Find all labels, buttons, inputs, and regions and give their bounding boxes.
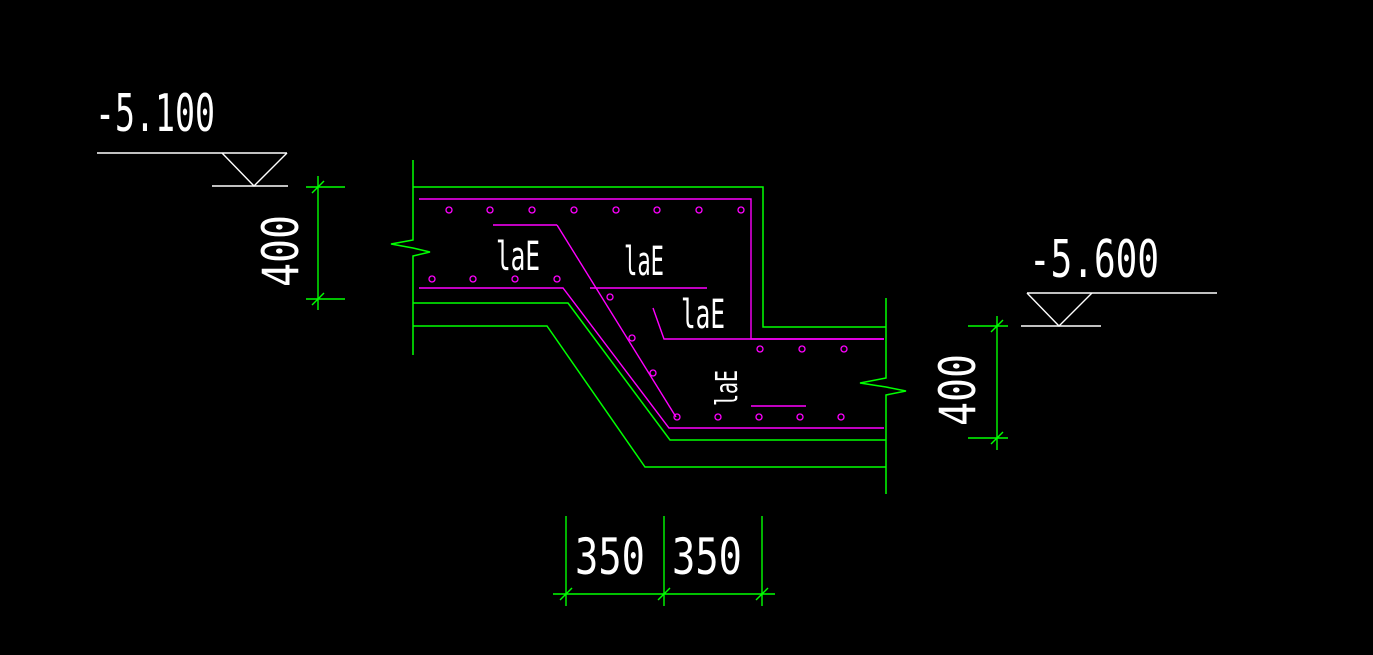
lower-level-marker — [1021, 292, 1217, 327]
anchorage-label-2: laE — [624, 239, 664, 285]
rebar-dot — [756, 345, 764, 353]
bottom-rebar — [419, 287, 884, 429]
width-dim-tick-left — [559, 587, 573, 601]
upper-level-value: -5.100 — [95, 84, 215, 144]
rebar-dot — [837, 413, 845, 421]
anchorage-bar-3 — [652, 307, 884, 340]
rebar-dot — [840, 345, 848, 353]
lower-thickness-value: 400 — [929, 354, 987, 426]
rebar-dot — [737, 206, 745, 214]
rebar-dot — [653, 206, 661, 214]
rebar-dot — [570, 206, 578, 214]
rebar-dot — [673, 413, 681, 421]
anchorage-label-1: laE — [496, 234, 540, 280]
anchorage-label-3: laE — [681, 292, 725, 338]
outer-slope-outline — [413, 325, 886, 468]
left-wall-line — [390, 160, 431, 355]
anchorage-label-4: laE — [710, 370, 745, 406]
lower-level-value: -5.600 — [1029, 230, 1159, 290]
rebar-dot — [606, 293, 614, 301]
top-step-outline — [413, 186, 886, 328]
inner-slope-outline — [413, 302, 886, 441]
rebar-dot — [695, 206, 703, 214]
rebar-dot — [445, 206, 453, 214]
width-dim-tick-right — [755, 587, 769, 601]
rebar-lines — [419, 198, 884, 429]
anchorage-bar-1-slope — [556, 224, 677, 418]
width-dim-tick-middle — [657, 587, 671, 601]
lower-dim-tick-top — [990, 319, 1004, 333]
rebar-dot — [553, 275, 561, 283]
width-left-value: 350 — [575, 528, 645, 586]
lower-thickness-dimension — [968, 316, 1008, 450]
rebar-dot — [528, 206, 536, 214]
rebar-dot — [612, 206, 620, 214]
right-wall-line — [859, 298, 907, 494]
upper-dim-tick-top — [311, 180, 325, 194]
upper-thickness-dimension — [306, 176, 345, 310]
rebar-dot — [796, 413, 804, 421]
rebar-dot — [649, 369, 657, 377]
rebar-dot — [469, 275, 477, 283]
rebar-dots — [428, 206, 848, 421]
upper-dim-tick-bottom — [311, 292, 325, 306]
width-right-value: 350 — [672, 528, 742, 586]
rebar-dot — [798, 345, 806, 353]
rebar-dot — [486, 206, 494, 214]
rebar-dot — [755, 413, 763, 421]
upper-thickness-value: 400 — [252, 215, 310, 287]
upper-level-marker — [97, 152, 288, 187]
rebar-dot — [428, 275, 436, 283]
rebar-dot — [714, 413, 722, 421]
concrete-outline — [390, 160, 907, 494]
rebar-dot — [628, 334, 636, 342]
rebar-dot — [511, 275, 519, 283]
lower-dim-tick-bottom — [990, 431, 1004, 445]
width-dimension — [553, 516, 775, 606]
